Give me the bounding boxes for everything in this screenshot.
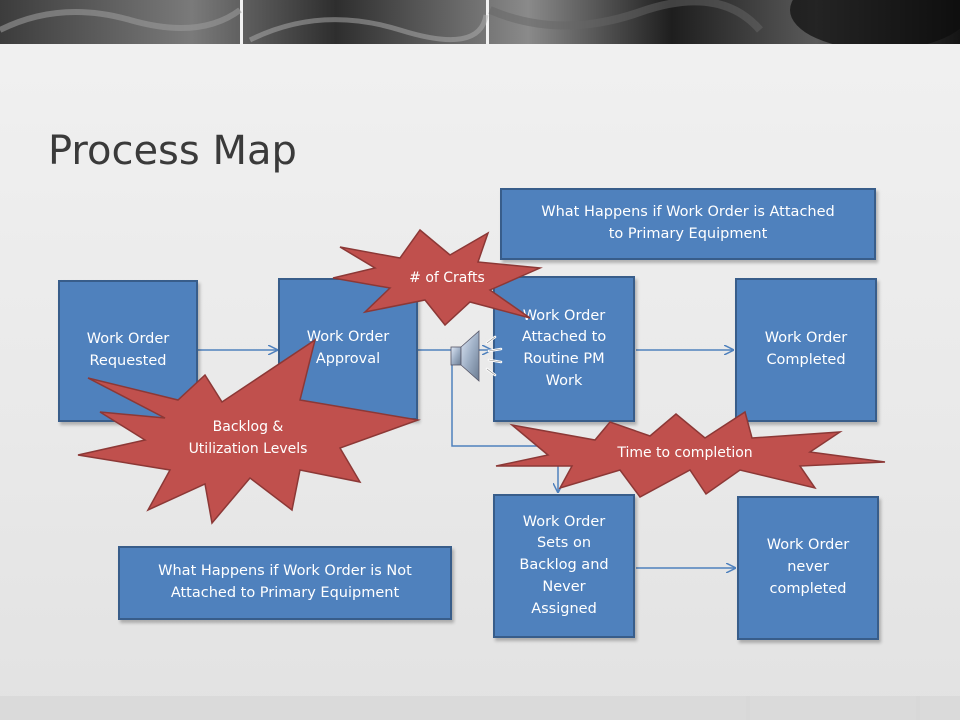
footer-segment	[0, 696, 746, 720]
time-completion-burst	[495, 410, 886, 498]
footer-segment	[920, 696, 960, 720]
backlog-utilization-burst-label: Backlog & Utilization Levels	[188, 419, 308, 457]
page-title: Process Map	[48, 128, 297, 174]
speaker-icon[interactable]	[449, 327, 511, 385]
not-attached-primary-equipment-box: What Happens if Work Order is Not Attach…	[118, 546, 452, 620]
backlog-never-assigned-box: Work Order Sets on Backlog and Never Ass…	[493, 494, 635, 638]
work-order-never-completed-box: Work Order never completed	[737, 496, 879, 640]
footer-segment	[750, 696, 916, 720]
crafts-burst-label: # of Crafts	[409, 270, 485, 286]
backlog-utilization-burst	[77, 338, 421, 525]
time-completion-burst-label: Time to completion	[617, 445, 753, 461]
crafts-burst	[332, 228, 543, 327]
attached-routine-pm-box: Work Order Attached to Routine PM Work	[493, 276, 635, 422]
attached-primary-equipment-box: What Happens if Work Order is Attached t…	[500, 188, 876, 260]
header-banner	[0, 0, 960, 44]
arrow-approval-to-backlog	[451, 350, 558, 492]
work-order-completed-box: Work Order Completed	[735, 278, 877, 422]
footer-bar	[0, 696, 960, 720]
